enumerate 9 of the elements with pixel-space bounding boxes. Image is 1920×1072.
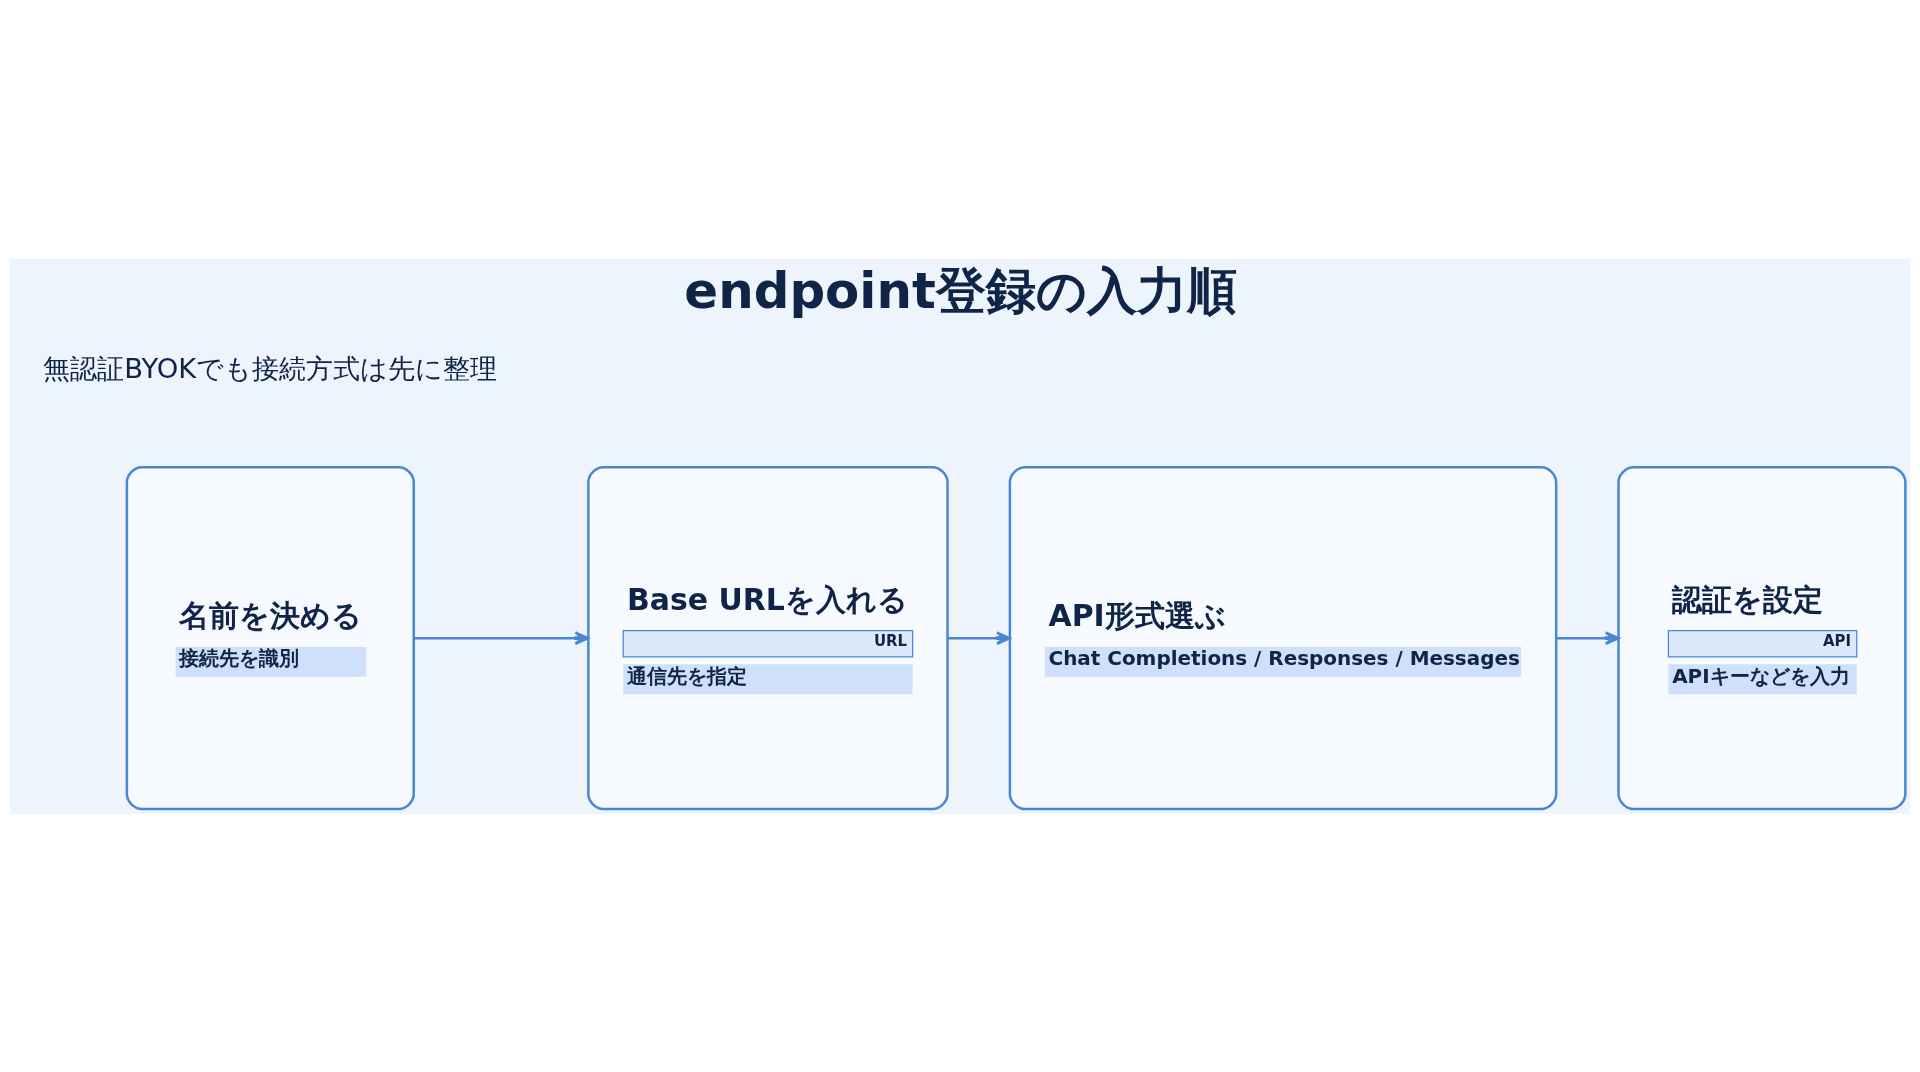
label: 無認証BYOKでも接続方式は先に整理 bbox=[43, 352, 498, 384]
diagram-title: endpoint登録の入力順 bbox=[684, 261, 1237, 320]
node-box: API形式選ぶ Chat Completions / Responses / Messages bbox=[1008, 465, 1558, 810]
node-box: 認証を設定 API APIキーなどを入力 bbox=[1617, 465, 1907, 810]
arrow bbox=[1556, 630, 1620, 645]
node-box: 名前を決める 接続先を識別 bbox=[125, 465, 415, 810]
arrow bbox=[413, 630, 590, 645]
arrow bbox=[947, 630, 1011, 645]
node-box: Base URLを入れる URL 通信先を指定 bbox=[587, 465, 949, 810]
